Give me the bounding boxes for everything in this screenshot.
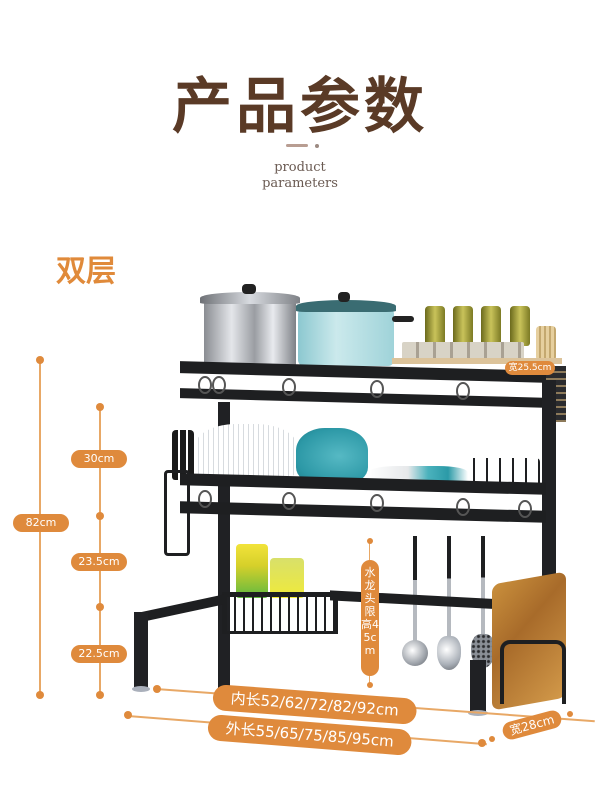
inner-length-left-dot (153, 685, 161, 693)
spatula (447, 536, 451, 642)
page-subtitle: product parameters (0, 160, 600, 192)
blue-pot-lid (296, 300, 396, 312)
skimmer (481, 536, 485, 640)
faucet-height-bottom-dot (367, 682, 373, 688)
tier-mid-dot (96, 512, 104, 520)
shelf-ring (198, 376, 212, 394)
shelf-ring (370, 380, 384, 398)
middle-shelf-lower-rail (180, 501, 546, 523)
knife-handles (172, 430, 194, 480)
title-divider (286, 144, 308, 147)
tier-low-dot (96, 603, 104, 611)
shelf-ring (282, 492, 296, 510)
sponge-basket (222, 592, 338, 634)
depth-left-dot (489, 736, 495, 742)
section-label-double-tier: 双层 (56, 254, 116, 289)
stock-pot (204, 298, 296, 368)
shelf-ring (212, 376, 226, 394)
top-shelf-lower-rail (180, 388, 548, 408)
chopsticks-holder (536, 326, 556, 360)
total-height-label: 82cm (13, 514, 69, 532)
tier-bottom-dot (96, 691, 104, 699)
shelf-ring (518, 500, 532, 518)
knife-holder (164, 470, 190, 556)
total-height-bottom-dot (36, 691, 44, 699)
stock-pot-knob (242, 284, 256, 294)
sponge (270, 558, 304, 598)
subtitle-line-1: product (274, 160, 326, 175)
oil-bottle (510, 306, 530, 346)
front-right-leg (470, 660, 486, 712)
faucet-height-label: 水龙头限高45cm (361, 560, 379, 676)
oil-bottle (425, 306, 445, 346)
blue-pot (298, 308, 394, 366)
oil-bottle (453, 306, 473, 346)
top-tier-height-label: 30cm (71, 450, 127, 468)
wooden-tray (392, 358, 562, 364)
blue-pot-knob (338, 292, 350, 302)
spatula-head (437, 636, 461, 670)
page-title: 产品参数 (172, 72, 428, 142)
shelf-ring (456, 498, 470, 516)
stock-pot-lid (200, 292, 300, 304)
subtitle-line-2: parameters (262, 176, 338, 191)
shelf-ring (282, 378, 296, 396)
detergent-bottle (236, 544, 268, 598)
title-divider-dot (315, 144, 319, 148)
foot-pad (132, 686, 150, 692)
total-height-top-dot (36, 356, 44, 364)
ladle-bowl (402, 640, 428, 666)
bottom-tier-height-label: 22.5cm (71, 645, 127, 663)
tier-top-dot (96, 403, 104, 411)
top-shelf-width-label: 宽25.5cm (505, 361, 555, 375)
cutting-board-holder (500, 640, 566, 704)
oil-bottle (481, 306, 501, 346)
shelf-ring (456, 382, 470, 400)
spice-jars (402, 342, 524, 360)
depth-right-dot (567, 711, 573, 717)
front-left-leg (134, 612, 148, 688)
teal-plates (296, 428, 368, 484)
shelf-ring (198, 490, 212, 508)
outer-length-left-dot (124, 711, 132, 719)
tier-height-line (99, 407, 101, 696)
shelf-ring (370, 494, 384, 512)
ladle (413, 536, 417, 646)
blue-pot-handle (392, 316, 414, 322)
middle-tier-height-label: 23.5cm (71, 553, 127, 571)
outer-length-right-dot (478, 739, 486, 747)
faucet-height-top-dot (367, 538, 373, 544)
